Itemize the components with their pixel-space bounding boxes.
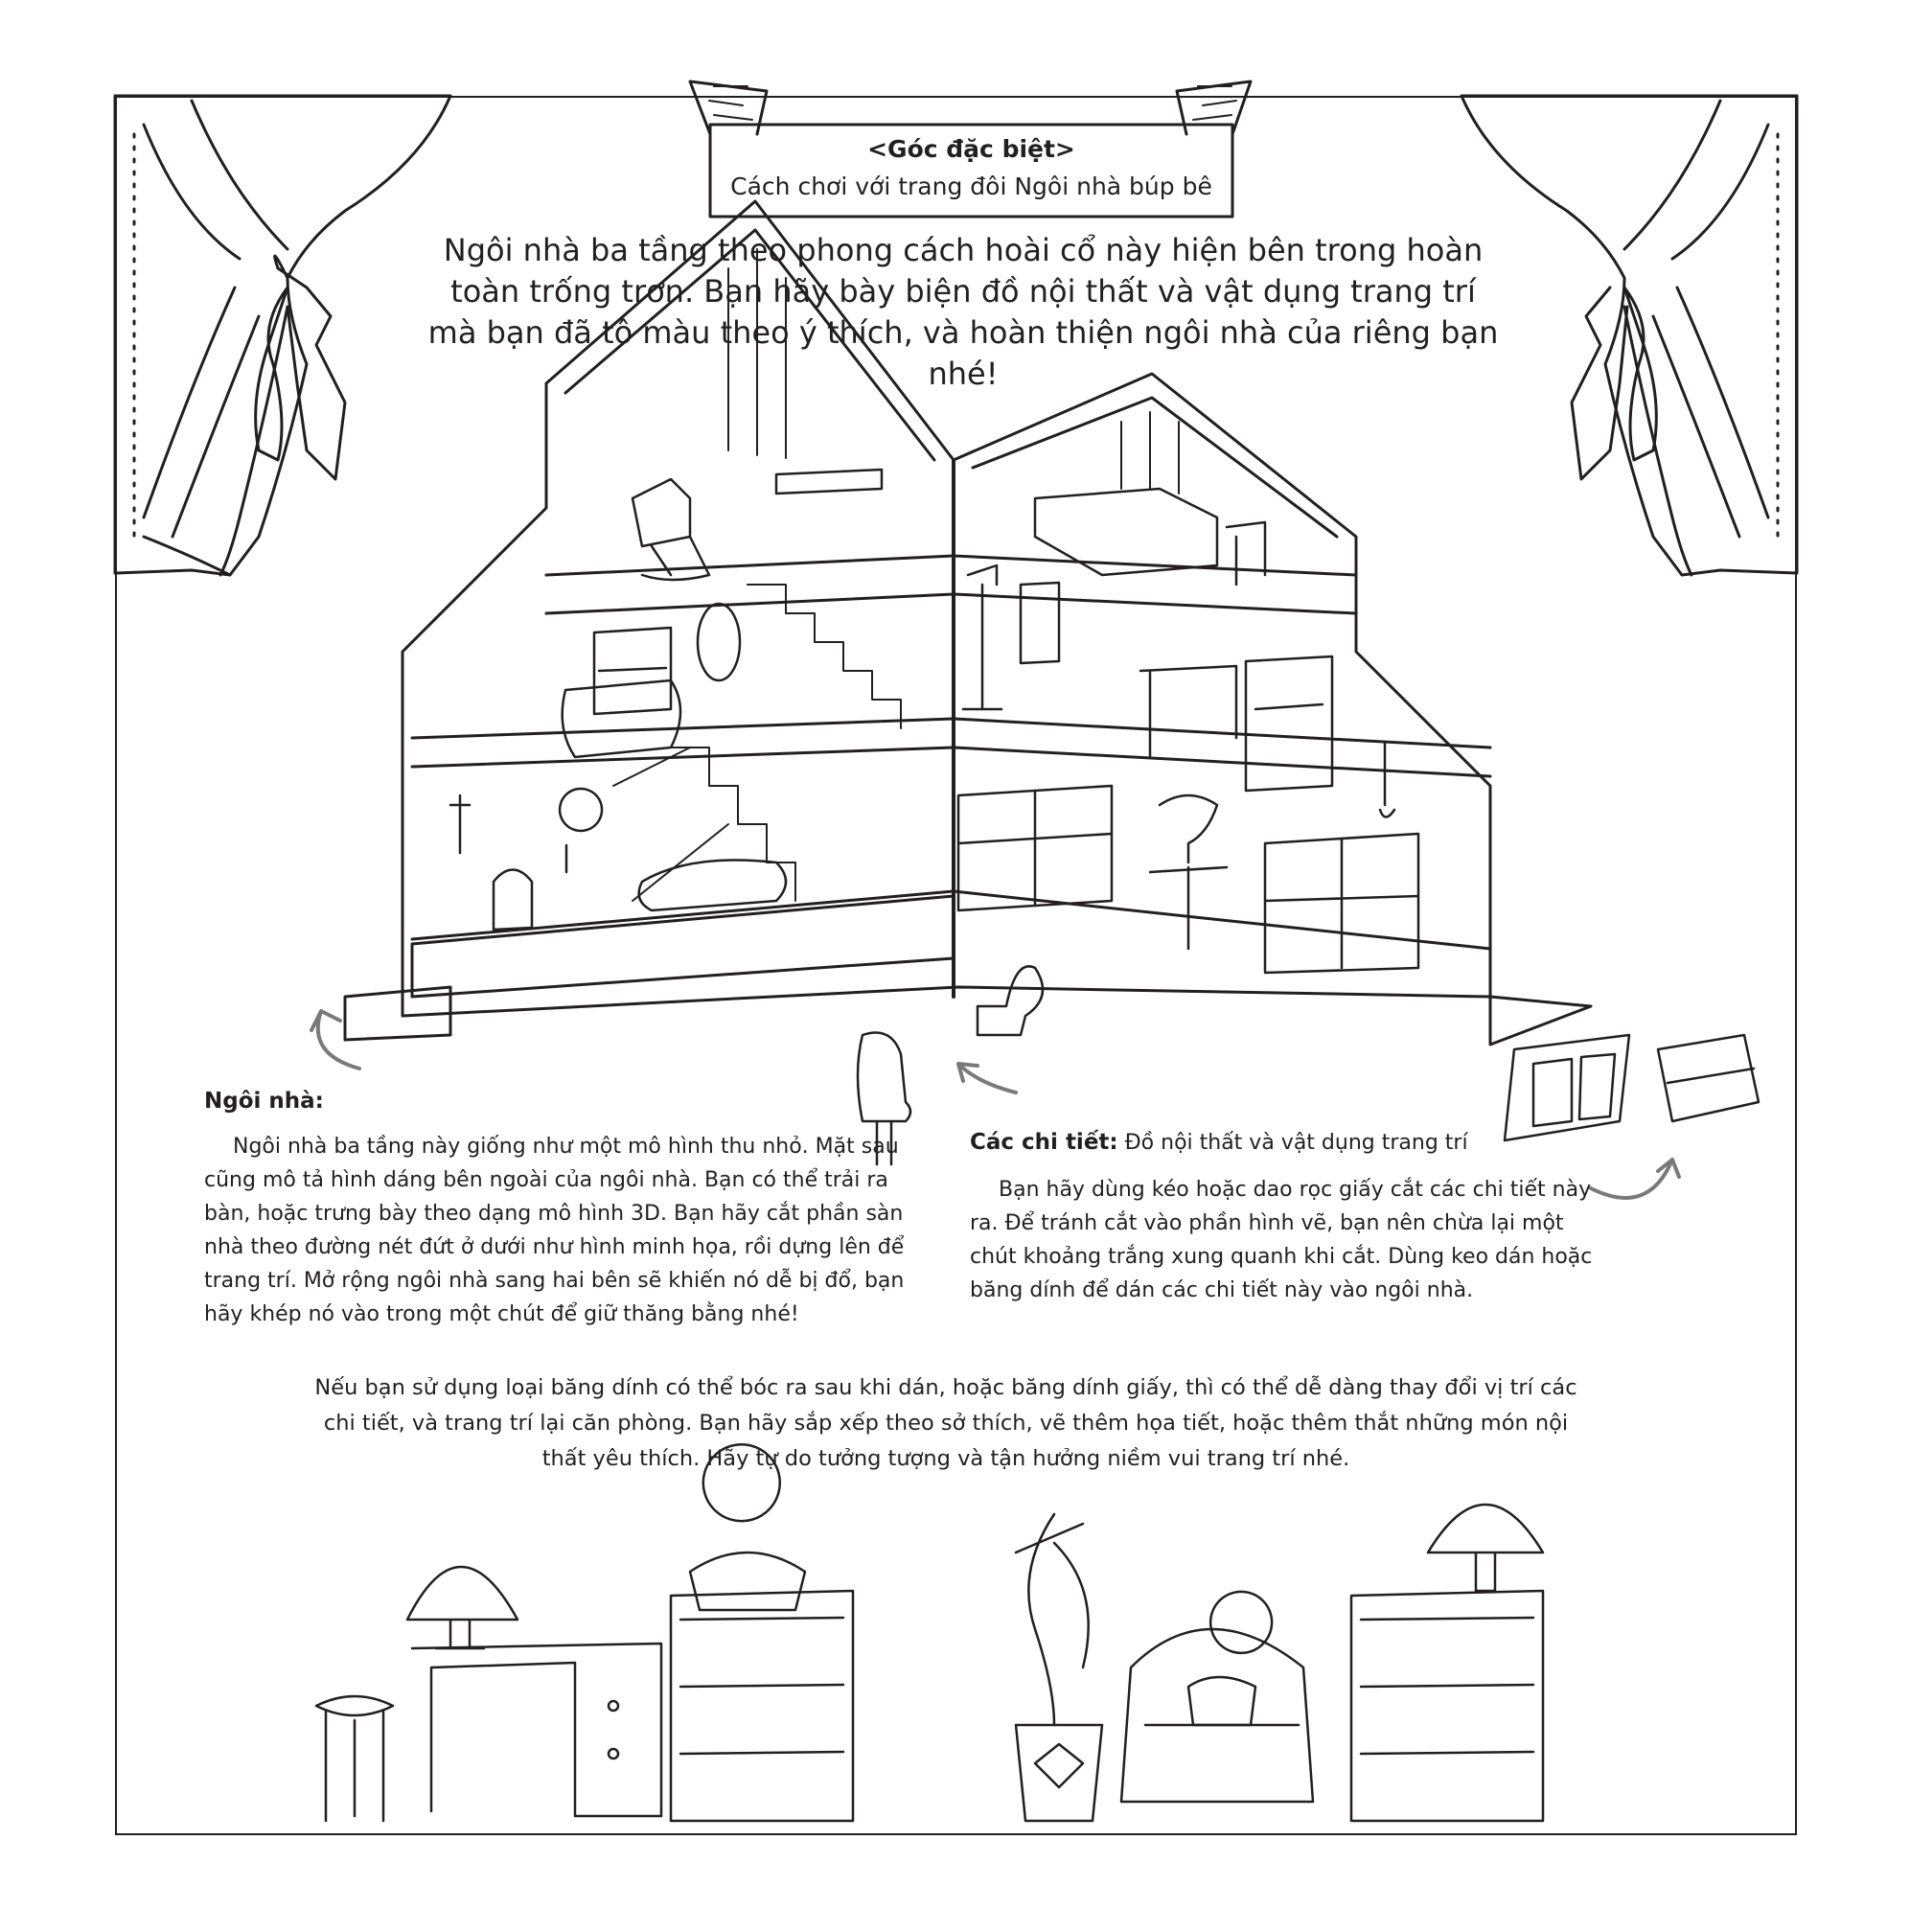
arrow-parts-icon bbox=[1589, 1158, 1681, 1200]
special-corner-banner: <Góc đặc biệt> Cách chơi với trang đôi N… bbox=[710, 123, 1232, 217]
parts-instructions: Các chi tiết: Đồ nội thất và vật dụng tr… bbox=[970, 1126, 1607, 1307]
parts-heading-line: Các chi tiết: Đồ nội thất và vật dụng tr… bbox=[970, 1126, 1607, 1160]
cutout-pieces-illustration bbox=[856, 965, 1760, 1166]
house-instructions: Ngôi nhà: Ngôi nhà ba tầng này giống như… bbox=[204, 1085, 937, 1331]
parts-heading: Các chi tiết: bbox=[970, 1130, 1118, 1155]
dollhouse-illustration bbox=[343, 199, 1593, 1046]
intro-paragraph: Ngôi nhà ba tầng theo phong cách hoài cổ… bbox=[427, 232, 1499, 392]
bottom-note: Nếu bạn sử dụng loại băng dính có thể bó… bbox=[314, 1375, 1577, 1471]
arrow-house-icon bbox=[310, 1009, 361, 1070]
banner-subtitle: Cách chơi với trang đôi Ngôi nhà búp bê bbox=[730, 172, 1212, 200]
parts-heading-desc: Đồ nội thất và vật dụng trang trí bbox=[1124, 1131, 1468, 1155]
furniture-row-illustration bbox=[314, 1442, 1545, 1823]
right-curtain-illustration bbox=[1460, 94, 1799, 577]
house-body: Ngôi nhà ba tầng này giống như một mô hì… bbox=[204, 1135, 905, 1326]
page-border bbox=[115, 96, 1797, 1835]
house-heading: Ngôi nhà: bbox=[204, 1089, 324, 1114]
left-curtain-illustration bbox=[113, 94, 452, 577]
banner-title: <Góc đặc biệt> bbox=[867, 135, 1075, 163]
banner-ribbon-illustration bbox=[688, 80, 1253, 218]
parts-body: Bạn hãy dùng kéo hoặc dao rọc giấy cắt c… bbox=[970, 1178, 1593, 1302]
arrow-figure-icon bbox=[956, 1062, 1018, 1094]
